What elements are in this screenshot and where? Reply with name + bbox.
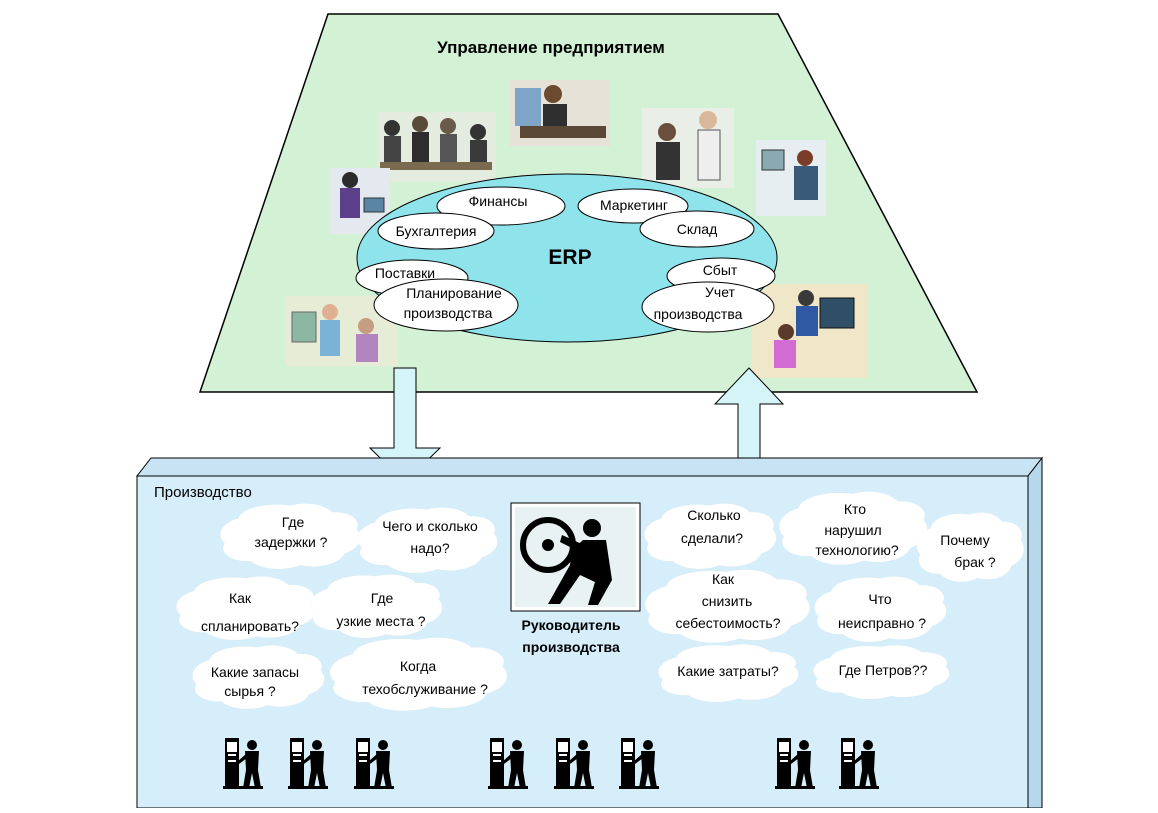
svg-text:себестоимость?: себестоимость? [675,615,780,631]
svg-text:сделали?: сделали? [681,530,743,546]
svg-text:неисправно ?: неисправно ? [838,615,926,631]
svg-text:Маркетинг: Маркетинг [600,197,668,213]
cloud-maintenance: Когда техобслуживание ? [329,636,508,712]
svg-text:брак ?: брак ? [954,554,996,570]
svg-text:Бухгалтерия: Бухгалтерия [396,223,477,239]
module-marketing: Маркетинг [577,188,689,224]
cloud-delays: Где задержки ? [219,502,362,570]
svg-text:Сбыт: Сбыт [703,262,738,278]
svg-text:Где: Где [371,590,394,606]
svg-text:Как: Как [712,571,735,587]
module-warehouse: Склад [639,210,755,248]
svg-text:Кто: Кто [844,501,866,517]
svg-text:Чего и сколько: Чего и сколько [382,518,478,534]
svg-text:Как: Как [229,590,252,606]
svg-text:Учет: Учет [705,284,736,300]
svg-text:производства: производства [404,305,493,321]
manager-label: Руководитель [522,617,621,633]
cloud-reduce-cost: Как снизить себестоимость? [644,568,811,644]
manager-desk-clipart-icon [510,80,610,146]
manager-label-2: производства [522,639,620,655]
module-accounting: Бухгалтерия [377,212,495,250]
cloud-who-violated: Кто нарушил технологию? [778,490,929,566]
pc-user-clipart-icon [756,140,826,216]
svg-text:производства: производства [654,306,743,322]
cloud-what-how-much: Чего и сколько надо? [356,506,499,574]
svg-text:сырья ?: сырья ? [224,683,276,699]
svg-text:снизить: снизить [702,593,753,609]
module-planning: Планирование производства [373,278,519,332]
svg-text:Когда: Когда [400,658,437,674]
svg-text:Какие затраты?: Какие затраты? [677,663,779,679]
management-title: Управление предприятием [437,38,665,57]
svg-text:техобслуживание ?: техобслуживание ? [362,681,488,697]
svg-text:узкие места ?: узкие места ? [336,613,425,629]
cloud-costs: Какие затраты? [657,643,800,703]
module-finance: Финансы [436,186,566,226]
colleagues-clipart-icon [642,108,734,188]
svg-text:Сколько: Сколько [687,507,741,523]
cloud-how-much-done: Сколько сделали? [643,502,777,570]
cloud-bottlenecks: Где узкие места ? [309,573,443,639]
module-accounting-production: Учет производства [641,281,775,333]
cloud-where-petrov: Где Петров?? [812,644,950,700]
manager-wheel-icon [510,502,641,612]
svg-text:Какие запасы: Какие запасы [211,664,299,680]
svg-text:Почему: Почему [940,532,989,548]
svg-text:Склад: Склад [677,221,718,237]
svg-text:Планирование: Планирование [406,285,502,301]
cloud-stocks: Какие запасы сырья ? [191,644,325,710]
svg-text:нарушил: нарушил [824,522,881,538]
svg-text:Где Петров??: Где Петров?? [839,662,928,678]
svg-text:технологию?: технологию? [815,542,898,558]
svg-text:Финансы: Финансы [469,193,528,209]
cloud-how-plan: Как спланировать? [175,575,318,641]
svg-text:задержки ?: задержки ? [255,534,328,550]
meeting-clipart-icon [378,112,496,182]
svg-text:Поставки: Поставки [375,265,435,281]
cloud-what-broken: Что неисправно ? [813,575,947,643]
erp-label: ERP [548,246,591,269]
svg-text:Что: Что [868,591,892,607]
svg-text:надо?: надо? [410,540,449,556]
production-label: Производство [154,484,252,501]
svg-text:Где: Где [282,514,305,530]
svg-text:спланировать?: спланировать? [201,618,299,634]
cloud-why-defect: Почему брак ? [916,512,1025,583]
